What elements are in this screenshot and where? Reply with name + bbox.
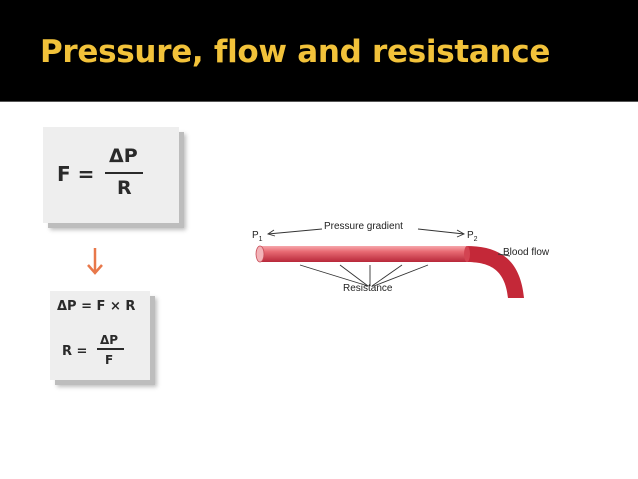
formula1-numerator: ΔP (109, 145, 138, 167)
down-arrow-icon (87, 248, 103, 275)
vessel-illustration (255, 228, 524, 298)
vessel-diagram: P1 Pressure gradient P2 Blood flow Resis… (248, 218, 568, 308)
vessel-opening (255, 245, 265, 263)
slide-title: Pressure, flow and resistance (40, 34, 551, 70)
formula2-numerator: ΔP (100, 333, 119, 347)
p1-letter: P (252, 230, 259, 241)
formula2-lhs: R = (62, 344, 88, 359)
formula2-line1: ΔP = F × R (57, 299, 136, 314)
p1-label: P1 (252, 230, 263, 243)
formula1-lhs: F = (57, 162, 95, 186)
pressure-gradient-label: Pressure gradient (324, 221, 403, 232)
slide-header: Pressure, flow and resistance (0, 0, 638, 102)
pressure-formula-box: ΔP = F × R R = ΔP F (50, 291, 150, 380)
blood-flow-label: Blood flow (503, 247, 550, 258)
flow-formula-box: F = ΔP R (43, 127, 179, 223)
p2-letter: P (467, 230, 474, 241)
vessel-curve (466, 246, 524, 298)
formula1-denominator: R (117, 177, 132, 199)
p1-subscript: 1 (258, 236, 263, 243)
vessel-tube (258, 246, 468, 262)
formula2-denominator: F (105, 353, 114, 367)
p2-label: P2 (467, 230, 478, 243)
vessel-joint (464, 246, 470, 262)
resistance-label: Resistance (343, 283, 393, 294)
p2-subscript: 2 (473, 236, 478, 243)
formula2-fraction-bar (97, 348, 124, 350)
formula1-fraction-bar (105, 172, 143, 174)
